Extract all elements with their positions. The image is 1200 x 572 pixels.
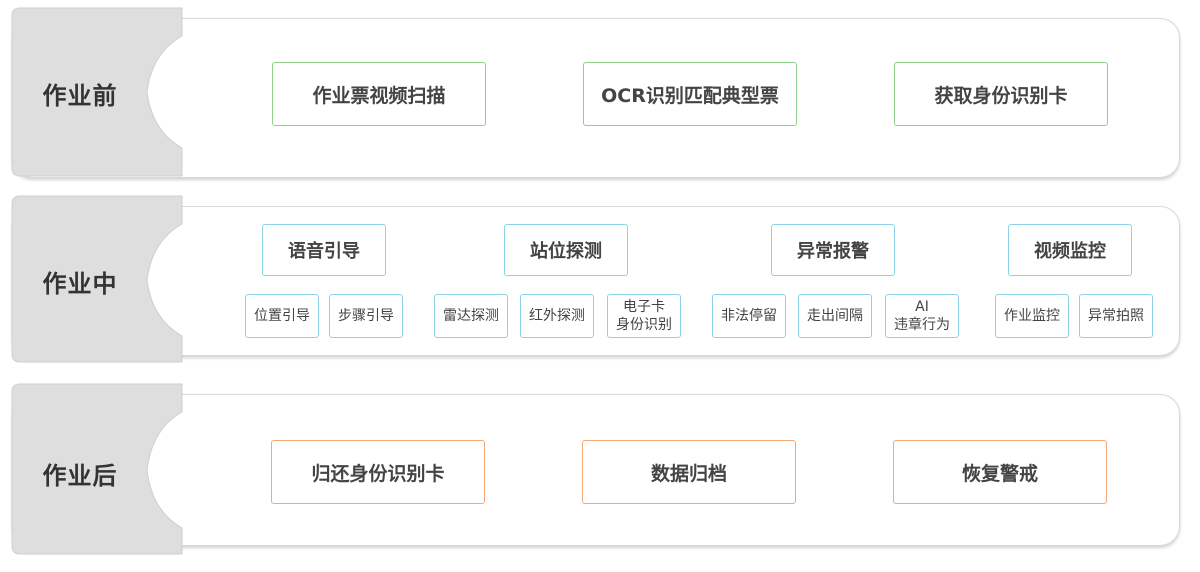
stage-before-label: 作业前 (42, 82, 118, 110)
stage-during-label: 作业中 (42, 270, 118, 298)
task-ticket-video-scan-box: 作业票视频扫描 (272, 62, 486, 126)
stage-before: 作业前 作业票视频扫描 OCR识别匹配典型票 获取身份识别卡 (11, 7, 1180, 180)
radar-detect-box: 雷达探测 (434, 294, 508, 338)
illegal-stay-box: 非法停留 (712, 294, 786, 338)
stage-after-label: 作业后 (42, 462, 118, 490)
out-of-bounds-box: 走出间隔 (798, 294, 872, 338)
ecard-id-box: 电子卡 身份识别 (607, 294, 681, 338)
infrared-detect-box: 红外探测 (520, 294, 594, 338)
video-monitor-box: 视频监控 (1008, 224, 1132, 276)
ai-violation-line1: AI (915, 299, 929, 315)
abnormal-alarm-box: 异常报警 (771, 224, 895, 276)
return-id-card-box: 归还身份识别卡 (271, 440, 485, 504)
step-guide-box: 步骤引导 (329, 294, 403, 338)
stage-after-tab (11, 383, 183, 555)
stage-during-tab (11, 195, 183, 363)
ecard-id-line2: 身份识别 (616, 317, 672, 333)
stage-after: 作业后 归还身份识别卡 数据归档 恢复警戒 (11, 383, 1180, 560)
station-detect-box: 站位探测 (504, 224, 628, 276)
abnormal-photo-box: 异常拍照 (1079, 294, 1153, 338)
work-monitor-box: 作业监控 (995, 294, 1069, 338)
stage-before-tab (11, 7, 183, 177)
get-id-card-box: 获取身份识别卡 (894, 62, 1108, 126)
data-archive-box: 数据归档 (582, 440, 796, 504)
ai-violation-line2: 违章行为 (894, 317, 950, 333)
ecard-id-line1: 电子卡 (623, 299, 665, 315)
position-guide-box: 位置引导 (245, 294, 319, 338)
voice-guide-box: 语音引导 (262, 224, 386, 276)
ai-violation-box: AI 违章行为 (885, 294, 959, 338)
stage-during: 作业中 语音引导 位置引导 步骤引导 站位探测 雷达探测 红外探测 电子卡 身份… (11, 195, 1180, 368)
restore-alert-box: 恢复警戒 (893, 440, 1107, 504)
ocr-match-ticket-box: OCR识别匹配典型票 (583, 62, 797, 126)
